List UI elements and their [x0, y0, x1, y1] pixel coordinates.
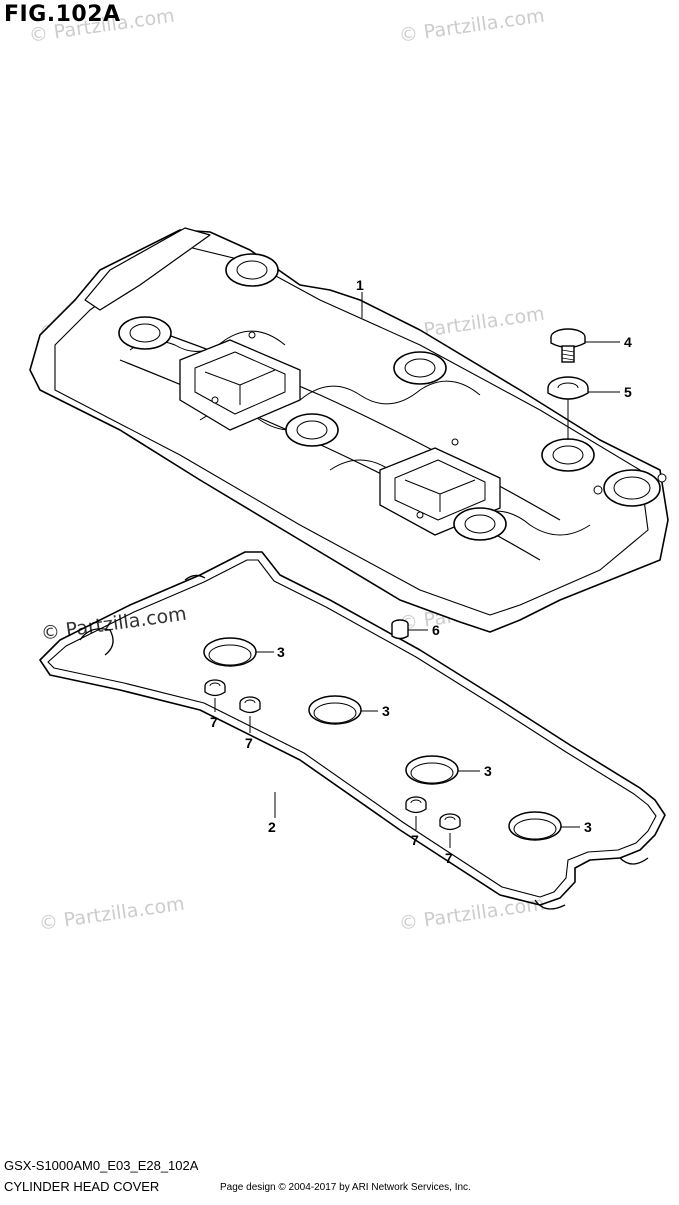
bolt-boss [225, 253, 279, 287]
plug-hole-seal [508, 811, 562, 841]
callout-7: 7 [445, 850, 453, 866]
bolt-boss [285, 413, 339, 447]
callout-2: 2 [268, 819, 276, 835]
cover-bolt [550, 328, 586, 363]
bolt-boss [393, 351, 447, 385]
model-code: GSX-S1000AM0_E03_E28_102A [4, 1158, 199, 1173]
callout-3: 3 [584, 819, 592, 835]
callout-3: 3 [277, 644, 285, 660]
callout-labels: 1 2 3 3 3 3 4 5 6 7 7 7 7 [210, 277, 632, 866]
part-group-name: CYLINDER HEAD COVER [4, 1179, 160, 1194]
oring [204, 679, 226, 697]
callout-5: 5 [624, 384, 632, 400]
watermark-text: © Partzilla.com [398, 5, 546, 47]
cylinder-head-cover [29, 227, 669, 633]
plug-hole-seal [308, 695, 362, 725]
head-cover-gasket [39, 551, 666, 910]
page-credit: Page design © 2004-2017 by ARI Network S… [220, 1182, 471, 1193]
bolt-boss [541, 438, 595, 472]
plug-hole-seal [203, 637, 257, 667]
watermark-text: © Partzilla.com [38, 893, 186, 935]
bolt-boss [453, 507, 507, 541]
callout-7: 7 [245, 735, 253, 751]
leader-lines [214, 292, 620, 848]
callout-3: 3 [484, 763, 492, 779]
callout-4: 4 [624, 334, 632, 350]
watermark-text: © Partzilla.com [398, 893, 546, 935]
callout-7: 7 [210, 714, 218, 730]
callout-6: 6 [432, 622, 440, 638]
oring [239, 696, 261, 714]
callout-7: 7 [411, 832, 419, 848]
plug-hole-seal [405, 755, 459, 785]
figure-title: FIG.102A [4, 2, 121, 27]
bolt-boss [118, 316, 172, 350]
dowel-pin [391, 619, 409, 640]
oring [405, 796, 427, 814]
callout-1: 1 [356, 277, 364, 293]
oring [439, 813, 461, 831]
callout-3: 3 [382, 703, 390, 719]
bolt-washer [547, 376, 589, 400]
